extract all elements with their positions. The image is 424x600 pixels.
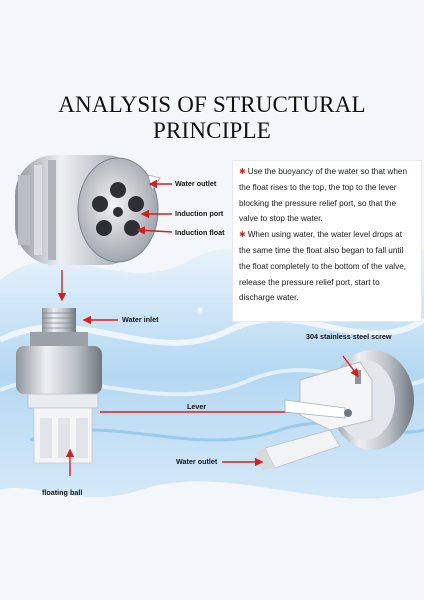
label-induction-port: Induction port bbox=[175, 209, 224, 218]
asterisk-bullet-icon: ✱ bbox=[239, 167, 246, 176]
valve-top-view bbox=[15, 155, 161, 265]
label-water-inlet: Water inlet bbox=[122, 315, 159, 324]
description-paragraph-2: ✱When using water, the water level drops… bbox=[239, 230, 407, 303]
valve-cutaway-view bbox=[256, 350, 414, 470]
page-title: ANALYSIS OF STRUCTURAL PRINCIPLE bbox=[58, 92, 366, 143]
label-screw: 304 stainless steel screw bbox=[306, 332, 392, 341]
label-water-outlet-bottom: Water outlet bbox=[176, 457, 218, 466]
label-water-outlet-top: Water outlet bbox=[175, 179, 217, 188]
label-floating-ball: floating ball bbox=[42, 488, 83, 497]
asterisk-bullet-icon: ✱ bbox=[239, 230, 246, 240]
arrow-induction-float bbox=[136, 226, 173, 235]
label-induction-float: Induction float bbox=[175, 228, 225, 237]
description-paragraph-1: ✱Use the buoyancy of the water so that w… bbox=[239, 167, 407, 224]
label-lever: Lever bbox=[187, 402, 207, 411]
description-panel: ✱Use the buoyancy of the water so that w… bbox=[232, 160, 422, 322]
arrow-screw bbox=[342, 355, 359, 378]
valve-side-view bbox=[16, 308, 102, 464]
